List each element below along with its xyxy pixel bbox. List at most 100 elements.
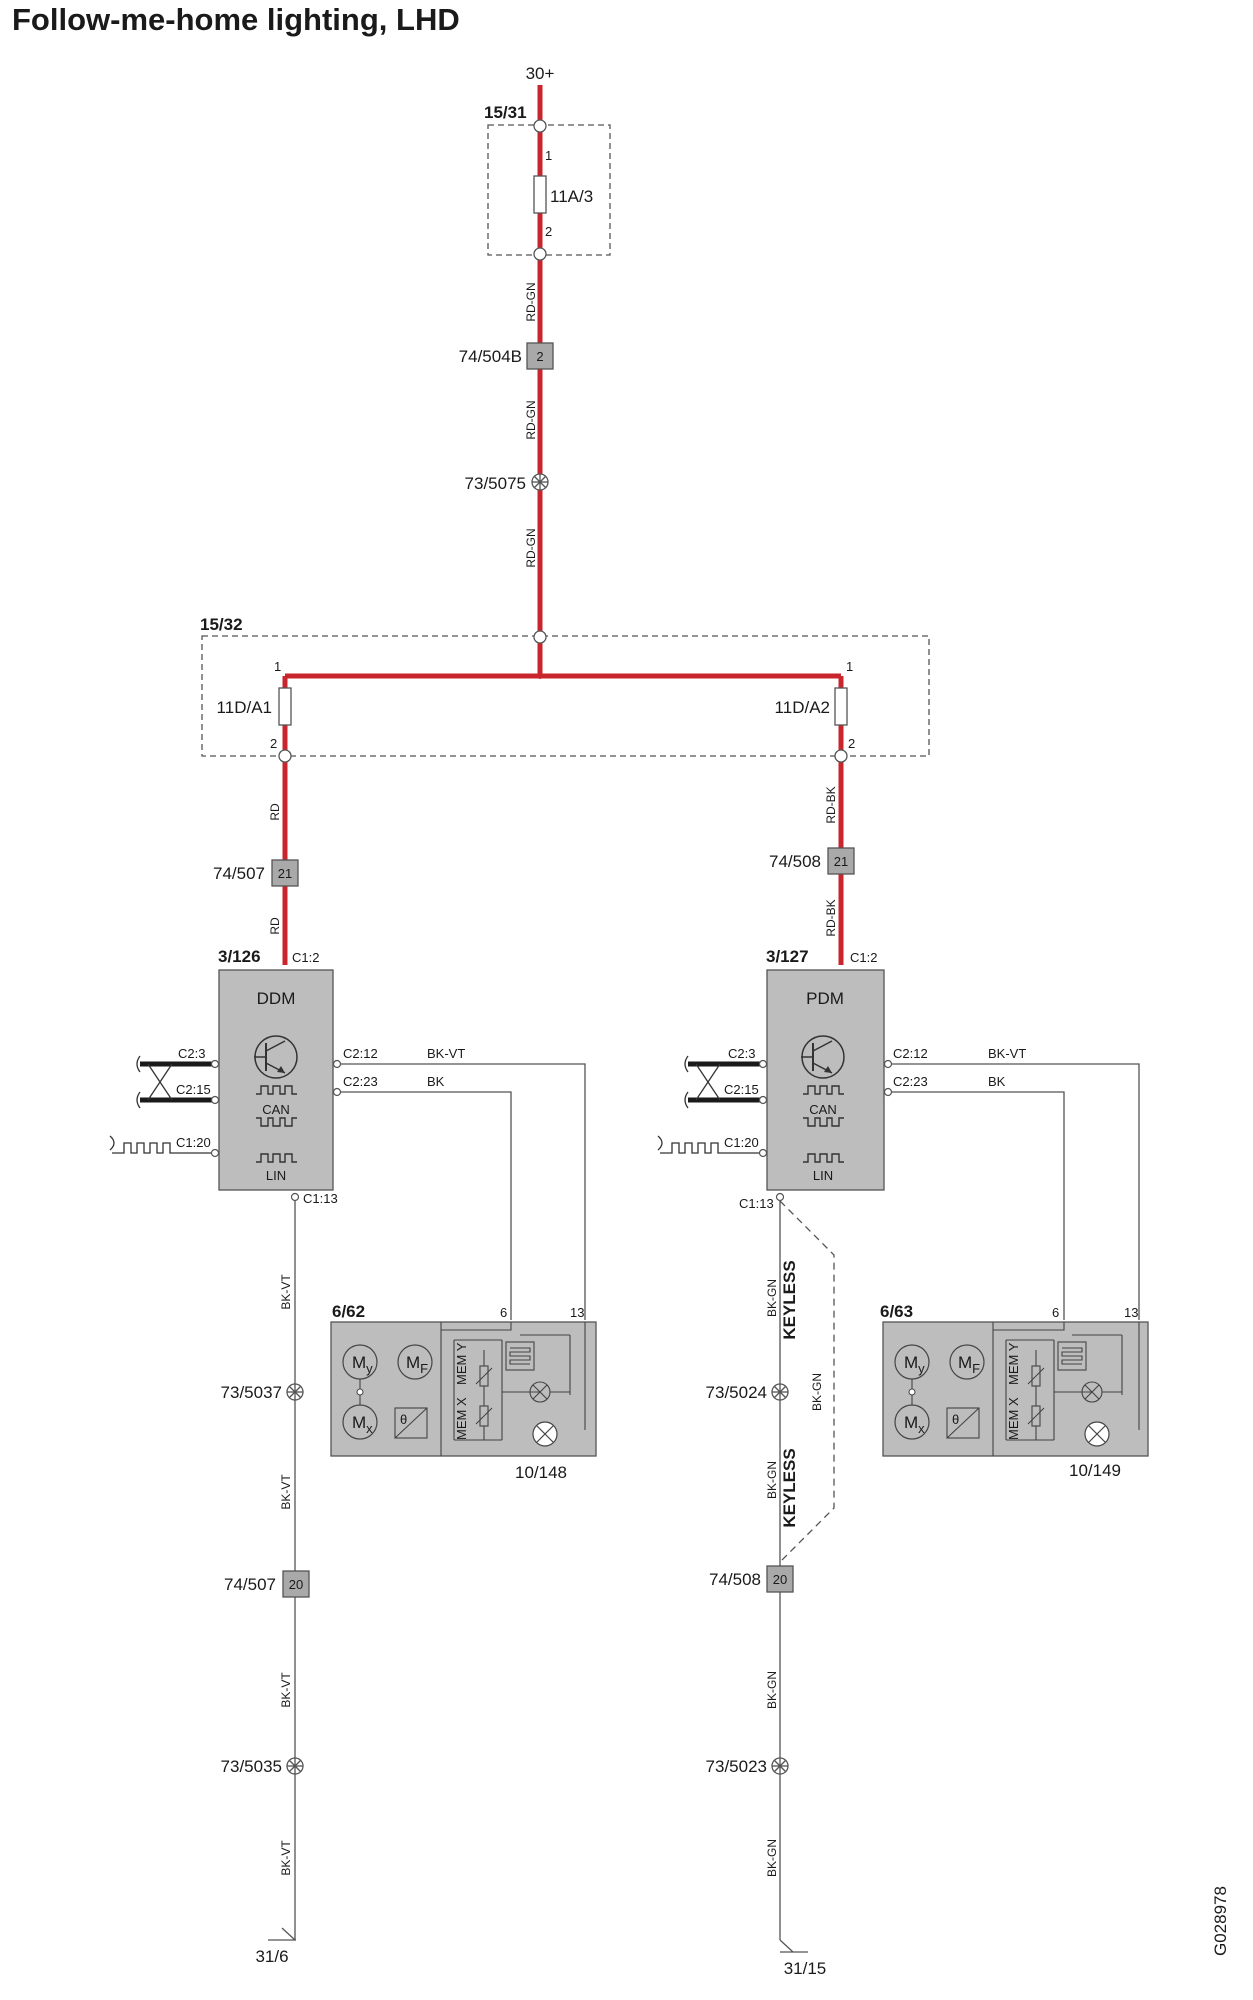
mirror-6-62-pin6: 6	[500, 1305, 507, 1320]
motor-y-icon: My	[894, 1344, 930, 1380]
motor-y-sub: y	[918, 1361, 925, 1376]
document-code: G028978	[1211, 1886, 1230, 1956]
right-wire-rd-bk-label-2: RD-BK	[824, 899, 838, 936]
pdm-c2-23-pin	[883, 1087, 893, 1097]
thermal-symbol: θ	[952, 1412, 959, 1427]
pdm-c2-3: C2:3	[728, 1046, 755, 1061]
motor-f-icon: MF	[949, 1344, 985, 1380]
pdm-c1-2: C1:2	[850, 950, 877, 965]
pdm-c2-12-pin	[883, 1059, 893, 1069]
mem-y-label: MEM Y	[454, 1342, 469, 1385]
ddm-c2-12-pin	[332, 1059, 342, 1069]
motor-x-sub: x	[366, 1421, 373, 1436]
svg-text:MF: MF	[406, 1353, 428, 1376]
terminal-top-out	[533, 247, 547, 261]
connector-74-504b-label: 74/504B	[459, 347, 522, 366]
connector-74-504b-pin: 2	[536, 349, 543, 364]
module-pdm-title: PDM	[806, 989, 844, 1008]
transistor-icon	[254, 1035, 298, 1079]
right-wire-bk-vt-label: BK-VT	[988, 1046, 1026, 1061]
motor-junction	[908, 1388, 916, 1396]
right-wire-bk-label: BK	[988, 1074, 1006, 1089]
pdm-can-label: CAN	[809, 1102, 836, 1117]
connector-74-508-pin21	[827, 847, 855, 875]
motor-x-m: M	[904, 1413, 918, 1432]
keyless-label-1: KEYLESS	[780, 1260, 799, 1339]
motor-x-m: M	[352, 1413, 366, 1432]
fuse-11a3	[533, 175, 547, 214]
right-wire-bk-gn-label-3: BK-GN	[765, 1671, 779, 1709]
transistor-icon	[801, 1035, 845, 1079]
fuse-11d-a1-label: 11D/A1	[217, 698, 272, 717]
splice-73-5037-label: 73/5037	[221, 1383, 282, 1402]
pdm-c1-13-pin	[775, 1192, 785, 1202]
page-title: Follow-me-home lighting, LHD	[12, 2, 460, 37]
mirror-6-62-label: 6/62	[332, 1302, 365, 1321]
fuse-11d-a2-label: 11D/A2	[775, 698, 830, 717]
thermal-element-icon: θ	[394, 1407, 428, 1439]
fuse-11d-a2-pin-out: 2	[848, 736, 855, 751]
svg-text:MF: MF	[958, 1353, 980, 1376]
ddm-c2-23: C2:23	[343, 1074, 378, 1089]
connector-74-507-pin21	[271, 859, 299, 887]
ddm-can-bus-lines	[136, 1055, 220, 1109]
splice-73-5024-label: 73/5024	[706, 1383, 767, 1402]
fuse-11d-a2	[834, 687, 848, 726]
splice-73-5035-label: 73/5035	[221, 1757, 282, 1776]
connector-74-508-pin20-label: 74/508	[709, 1570, 761, 1589]
ddm-c1-2: C1:2	[292, 950, 319, 965]
motor-x-icon: Mx	[894, 1404, 930, 1440]
bus-junction	[537, 673, 543, 679]
motor-y-m: M	[904, 1353, 918, 1372]
connector-74-507-pin21-pin: 21	[278, 866, 292, 881]
left-wire-rd-label-2: RD	[268, 917, 282, 935]
fuse-box-15-31-label: 15/31	[484, 103, 527, 122]
svg-text:My: My	[904, 1353, 925, 1376]
ground-31-6-label: 31/6	[255, 1947, 288, 1966]
motor-x-icon: Mx	[342, 1404, 378, 1440]
pdm-c2-15: C2:15	[724, 1082, 759, 1097]
left-wire-bk-vt-label-2: BK-VT	[279, 1474, 293, 1510]
ground-31-15-label: 31/15	[784, 1959, 827, 1978]
right-wire-rd-bk-label-1: RD-BK	[824, 786, 838, 823]
ground-31-6-icon	[268, 1927, 296, 1941]
lamp-10-148-label: 10/148	[515, 1463, 567, 1482]
connector-74-507-pin20-pin: 20	[289, 1577, 303, 1592]
connector-74-508-pin21-pin: 21	[834, 854, 848, 869]
pdm-c2-12: C2:12	[893, 1046, 928, 1061]
pdm-c1-13: C1:13	[739, 1196, 774, 1211]
lamp-10-148-icon	[532, 1421, 558, 1447]
fuse-box-15-32-label: 15/32	[200, 615, 243, 634]
bus-waveform-icon	[803, 1085, 844, 1163]
fuse-11d-a1-pin-in: 1	[274, 659, 281, 674]
fuse-11d-a2-pin-in: 1	[846, 659, 853, 674]
motor-f-sub: F	[972, 1361, 980, 1376]
mirror-6-63-internals	[992, 1322, 1140, 1456]
lamp-10-149-icon	[1084, 1421, 1110, 1447]
ddm-c1-13-pin	[290, 1192, 300, 1202]
ddm-lin-label: LIN	[266, 1168, 286, 1183]
pdm-c2-23: C2:23	[893, 1074, 928, 1089]
ddm-can-label: CAN	[262, 1102, 289, 1117]
lamp-10-149-label: 10/149	[1069, 1461, 1121, 1480]
right-wire-bk-gn-label-2: BK-GN	[765, 1461, 779, 1499]
keyless-label-2: KEYLESS	[780, 1448, 799, 1527]
splice-73-5035	[286, 1757, 304, 1775]
fuse-11a3-pin-in: 1	[545, 148, 552, 163]
fuse-box-15-32	[201, 635, 930, 757]
mirror-6-62-internals	[440, 1322, 586, 1456]
svg-text:Mx: Mx	[352, 1413, 373, 1436]
motor-y-m: M	[352, 1353, 366, 1372]
splice-73-5075-label: 73/5075	[465, 474, 526, 493]
connector-74-507-pin20	[282, 1570, 310, 1598]
left-wire-bk-label: BK	[427, 1074, 445, 1089]
connector-74-504b	[526, 342, 554, 370]
splice-73-5075	[531, 473, 549, 491]
motor-f-m: M	[406, 1353, 420, 1372]
thermal-symbol: θ	[400, 1412, 407, 1427]
right-wire-bk-gn-label-dashed: BK-GN	[810, 1373, 824, 1411]
connector-74-508-pin20	[766, 1565, 794, 1593]
motor-f-m: M	[958, 1353, 972, 1372]
motor-x-sub: x	[918, 1421, 925, 1436]
